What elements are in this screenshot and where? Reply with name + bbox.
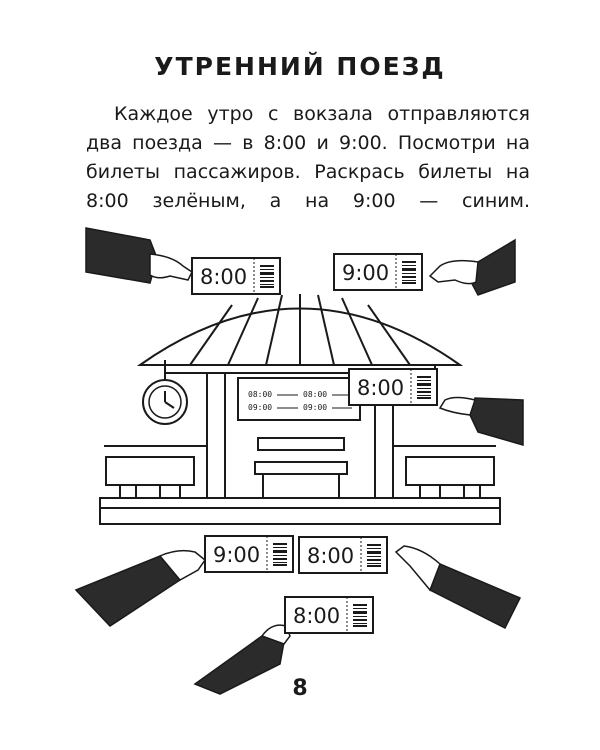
barcode [402,261,416,284]
barcode [367,544,381,567]
barcode [260,265,274,288]
station-building [99,294,501,525]
barcode [273,543,287,566]
board-row1-left: 08:00 [248,390,272,399]
ticket: 9:00 [204,535,294,573]
page-number: 8 [292,676,308,701]
sleeve-top-left [85,227,158,284]
sleeve-bottom-right [429,563,522,630]
board-row2-right: 09:00 [303,403,327,412]
ticket: 8:00 [348,368,438,406]
ticket-time: 8:00 [357,376,404,400]
barcode [417,376,431,399]
task-text: Каждое утро с вокзала отправляются два п… [86,100,530,216]
ticket-time: 8:00 [200,265,247,289]
board-row1-right: 08:00 [303,390,327,399]
ticket: 8:00 [284,596,374,634]
ticket-time: 8:00 [293,604,340,628]
ticket-time: 9:00 [213,543,260,567]
sleeve-mid-right [469,397,524,446]
page-title: УТРЕННИЙ ПОЕЗД [154,52,446,81]
ticket-time: 8:00 [307,544,354,568]
hands [74,227,524,695]
sleeve-bottom-left [74,555,182,627]
board-row2-left: 09:00 [248,403,272,412]
departure-board [237,377,361,421]
task-paragraph: Каждое утро с вокзала отправляются два п… [86,103,530,212]
sleeve-bottom-center [193,635,285,695]
ticket-time: 9:00 [342,261,389,285]
ticket: 8:00 [298,536,388,574]
barcode [353,604,367,627]
ticket: 9:00 [333,253,423,291]
sleeve-top-right [469,238,516,296]
ticket: 8:00 [191,257,281,295]
